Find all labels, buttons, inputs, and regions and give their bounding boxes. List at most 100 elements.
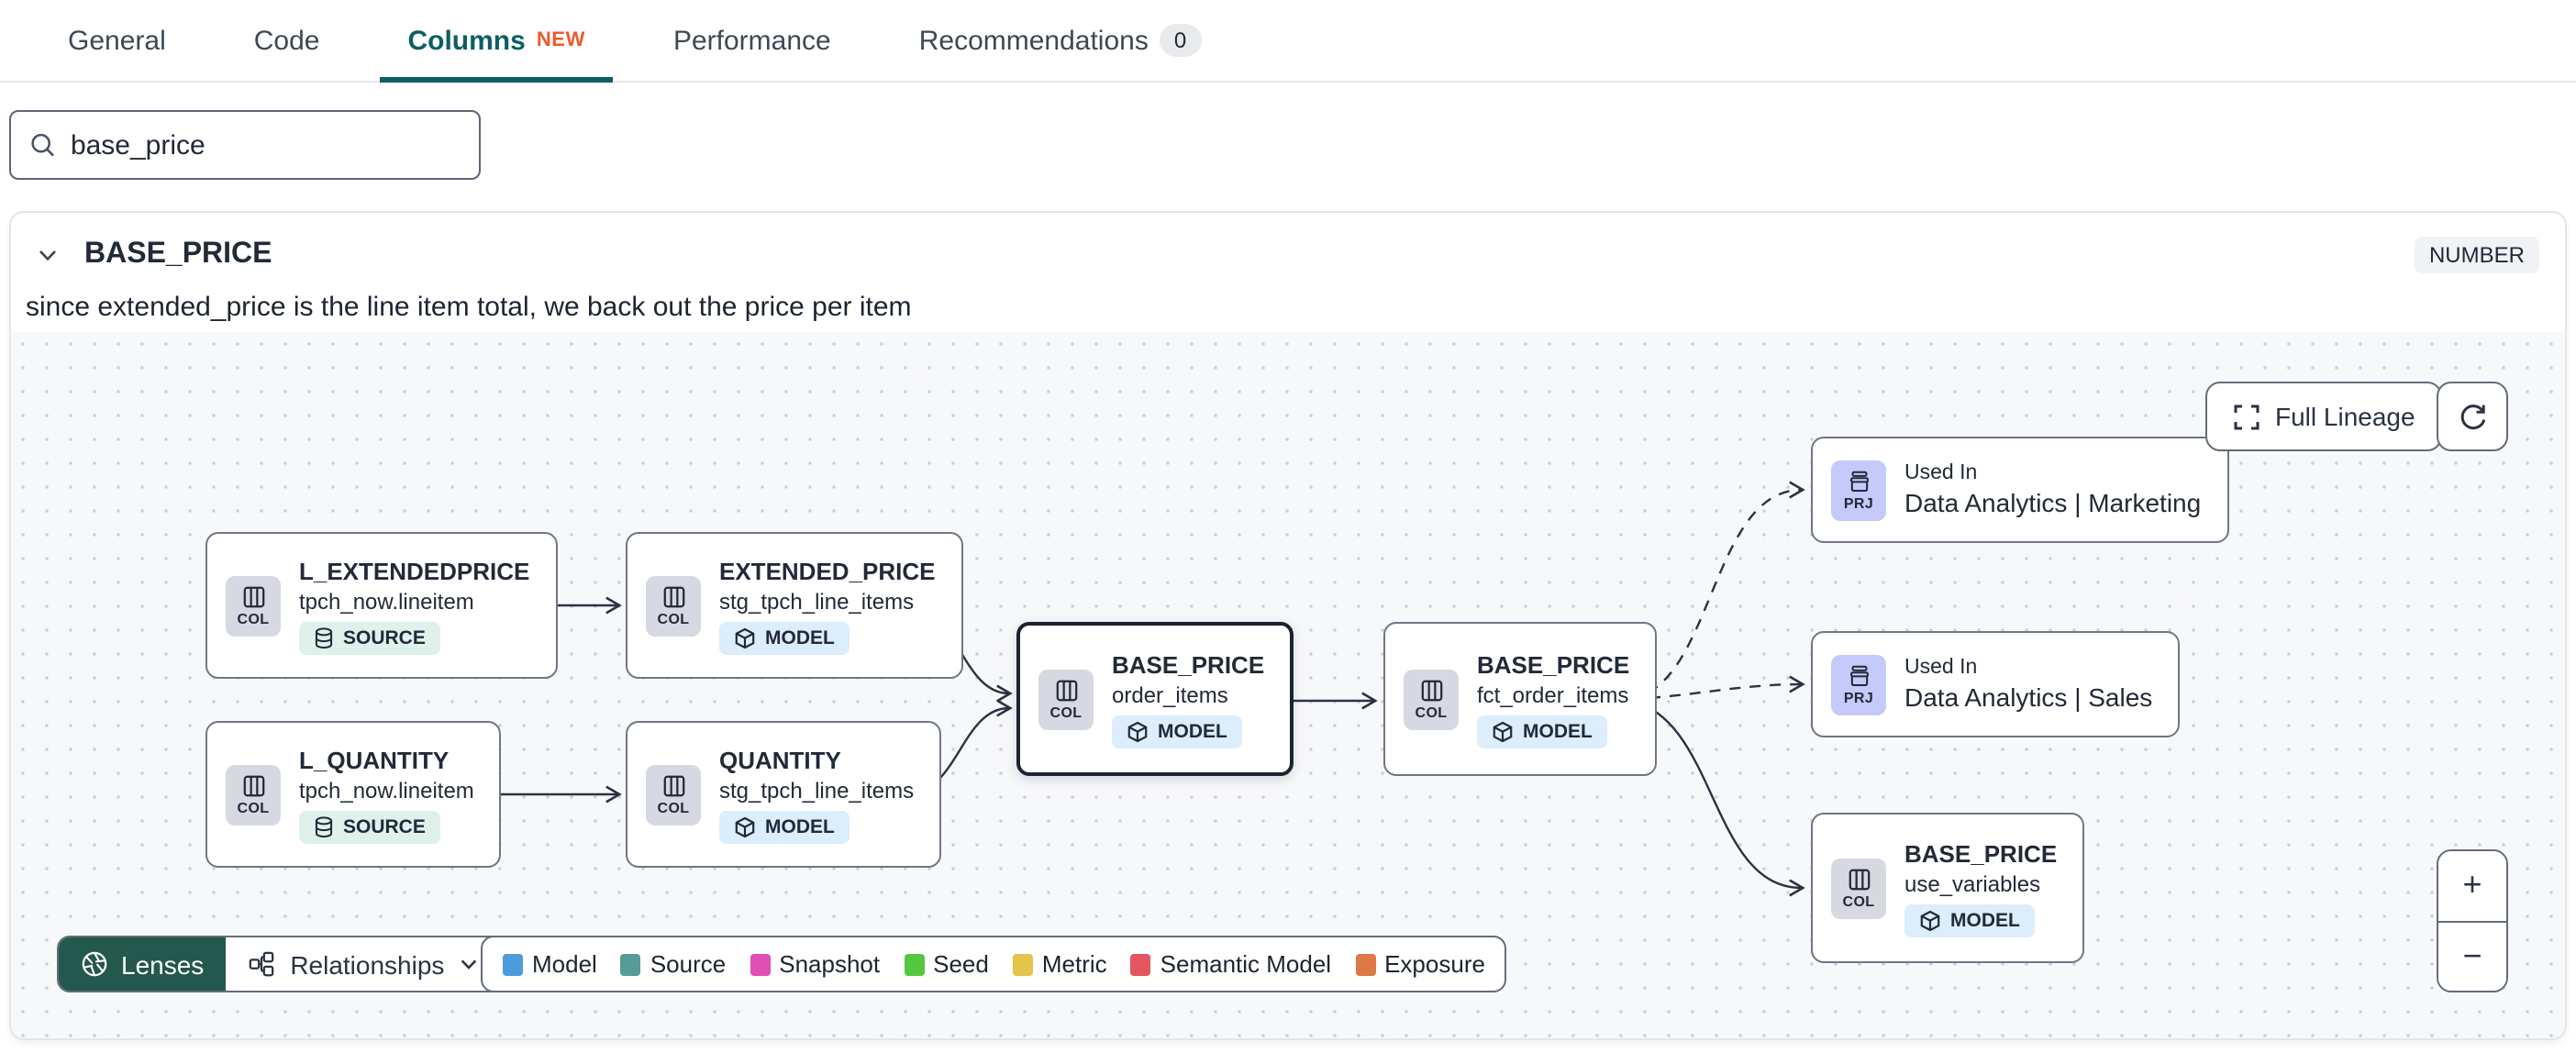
project-kind-box: PRJ [1831,654,1886,715]
node-base-price-fct-order-items[interactable]: COL BASE_PRICE fct_order_items MODEL [1383,622,1658,776]
legend-item: Model [503,950,597,978]
model-badge: MODEL [1477,715,1607,748]
columns-icon [662,774,684,796]
tab-recommendations[interactable]: Recommendations 0 [892,0,1229,81]
column-kind-box: COL [1831,858,1886,918]
column-kind-box: COL [226,764,281,825]
lenses-label: Lenses [121,949,205,979]
node-subtitle: tpch_now.lineitem [299,777,474,803]
model-badge: MODEL [719,621,849,654]
column-name: BASE_PRICE [84,238,272,270]
node-title: Data Analytics | Sales [1904,682,2153,712]
used-in-label: Used In [1904,462,1978,484]
badge-label: MODEL [1158,720,1227,742]
node-subtitle: fct_order_items [1477,682,1629,707]
kind-label: COL [1049,704,1083,720]
archive-icon [1849,470,1868,492]
tab-performance-label: Performance [672,25,831,56]
kind-label: PRJ [1843,689,1874,705]
aperture-icon [82,951,107,977]
legend-item: Metric [1012,950,1107,978]
legend-item: Semantic Model [1130,950,1332,978]
node-base-price-order-items[interactable]: COL BASE_PRICE order_items MODEL [1016,622,1294,776]
node-l-quantity[interactable]: COL L_QUANTITY tpch_now.lineitem SOURCE [205,721,502,868]
legend-label: Semantic Model [1160,950,1332,978]
lens-group: Lenses Relationships [57,936,504,992]
columns-icon [242,585,264,607]
kind-label: COL [657,610,690,626]
zoom-in-button[interactable]: + [2438,851,2506,922]
cube-icon [1127,720,1148,742]
column-type-badge: NUMBER [2414,237,2539,273]
tab-columns[interactable]: Columns NEW [380,0,613,83]
lenses-button[interactable]: Lenses [59,937,227,991]
zoom-out-button[interactable]: − [2438,922,2506,991]
node-title: BASE_PRICE [1477,650,1630,678]
node-subtitle: tpch_now.lineitem [299,588,474,614]
cube-icon [735,626,755,648]
relationships-label: Relationships [290,949,445,979]
badge-label: SOURCE [343,815,426,837]
node-extended-price[interactable]: COL EXTENDED_PRICE stg_tpch_line_items M… [626,532,963,679]
model-badge: MODEL [1112,715,1242,748]
column-kind-box: COL [646,575,701,636]
kind-label: COL [237,799,270,815]
node-used-in-sales[interactable]: PRJ Used In Data Analytics | Sales [1811,631,2181,737]
relationships-dropdown[interactable]: Relationships [226,937,502,991]
search-row [0,83,2576,180]
kind-label: COL [1415,704,1448,720]
kind-label: COL [1842,892,1875,909]
project-kind-box: PRJ [1831,460,1886,520]
used-in-label: Used In [1904,657,1978,679]
legend-label: Exposure [1384,950,1485,978]
node-used-in-marketing[interactable]: PRJ Used In Data Analytics | Marketing [1811,437,2229,543]
column-kind-box: COL [226,575,281,636]
model-badge: MODEL [719,810,849,843]
cube-icon [1493,720,1513,742]
legend-item: Source [620,950,727,978]
chevron-down-icon[interactable] [37,244,59,266]
zoom-control: + − [2437,849,2508,992]
legend-label: Snapshot [779,950,881,978]
column-kind-box: COL [1404,669,1459,729]
node-title: L_EXTENDEDPRICE [299,557,530,584]
node-l-extendedprice[interactable]: COL L_EXTENDEDPRICE tpch_now.lineitem SO… [205,532,558,679]
kind-label: COL [237,610,270,626]
columns-icon [242,774,264,796]
relationships-icon [250,951,274,977]
node-title: L_QUANTITY [299,746,450,773]
model-badge: MODEL [1904,903,2035,937]
search-icon [31,133,54,157]
source-badge: SOURCE [299,621,440,654]
full-lineage-button[interactable]: Full Lineage [2205,382,2443,451]
cube-icon [1920,909,1940,931]
node-quantity[interactable]: COL QUANTITY stg_tpch_line_items MODEL [626,721,942,868]
columns-icon [662,585,684,607]
node-subtitle: use_variables [1904,870,2041,896]
badge-label: MODEL [1523,720,1593,742]
column-kind-box: COL [646,764,701,825]
node-base-price-use-variables[interactable]: COL BASE_PRICE use_variables MODEL [1811,813,2085,963]
tab-code[interactable]: Code [227,0,348,81]
columns-icon [1848,868,1870,890]
tab-general-label: General [68,25,166,56]
legend-item: Snapshot [749,950,880,978]
refresh-button[interactable] [2437,382,2508,451]
node-subtitle: stg_tpch_line_items [719,777,915,803]
database-icon [315,815,333,837]
search-box[interactable] [9,110,481,180]
legend-label: Source [650,950,727,978]
column-kind-box: COL [1038,669,1094,729]
tab-general[interactable]: General [40,0,194,81]
search-input[interactable] [70,129,461,161]
source-badge: SOURCE [299,810,440,843]
tab-performance[interactable]: Performance [646,0,859,81]
column-description: since extended_price is the line item to… [26,292,912,323]
lineage-canvas[interactable]: COL L_EXTENDEDPRICE tpch_now.lineitem SO… [11,332,2565,1038]
chevron-down-icon [461,959,477,970]
badge-label: SOURCE [343,626,426,648]
recommendations-count-badge: 0 [1159,24,1202,57]
tab-columns-label: Columns [407,25,526,56]
